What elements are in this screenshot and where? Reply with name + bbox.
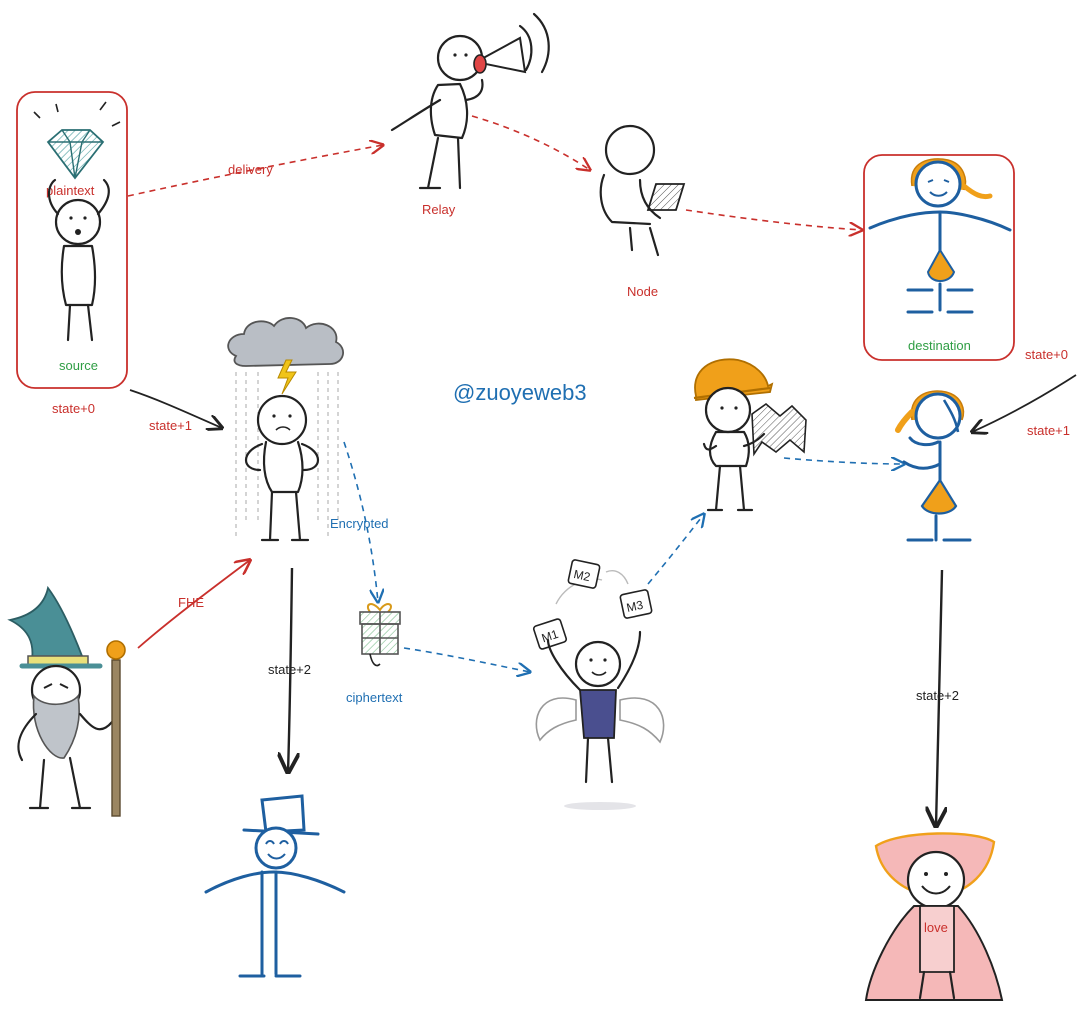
wizard-hat-icon (7, 585, 84, 661)
love-label: love (924, 920, 948, 935)
m1-ball: M1 (532, 618, 568, 650)
destination-box (863, 154, 1015, 361)
state-plus2-right-arrow (936, 569, 942, 826)
node-label: Node (627, 284, 658, 299)
source-box (16, 91, 128, 389)
state-left-label: state+0 (52, 401, 95, 416)
worker-to-girl-arrow (783, 458, 904, 464)
angel-person: M1 M2 M3 (532, 559, 665, 810)
staff-orb-icon (106, 640, 126, 660)
m3-label: M3 (625, 598, 645, 615)
left-wing (535, 697, 577, 742)
relay-person (390, 12, 550, 190)
relay-to-node-arrow (471, 115, 590, 170)
m1-label: M1 (540, 627, 560, 646)
fhe-label: FHE (178, 595, 204, 610)
source-person (47, 178, 110, 342)
encrypted-arrow (343, 441, 378, 602)
cloud-icon (227, 317, 344, 367)
destination-label: destination (908, 338, 971, 353)
state-plus1-left-label: state+1 (149, 418, 192, 433)
tophat-person (204, 794, 346, 978)
watermark-text: @zuoyeweb3 (453, 380, 587, 405)
m2-ball: M2 (567, 559, 601, 589)
destination-group: destination (863, 154, 1015, 361)
state-plus2-right-label: state+2 (916, 688, 959, 703)
source-label: source (59, 358, 98, 373)
plaintext-label: plaintext (46, 183, 95, 198)
state-plus1-arrow (129, 389, 222, 428)
source-group: plaintext source (16, 91, 128, 389)
map-icon (751, 402, 807, 457)
ciphertext-to-angel-arrow (403, 647, 530, 672)
relay-label: Relay (422, 202, 456, 217)
angel-to-worker-arrow (647, 514, 704, 585)
wizard-staff (111, 659, 121, 817)
gift-icon (359, 603, 401, 667)
m2-label: M2 (572, 567, 592, 584)
worker-person (693, 358, 807, 512)
love-person: love (864, 832, 1004, 1001)
wizard-person (7, 585, 126, 817)
encrypted-label: Encrypted (330, 516, 389, 531)
state-right-0-label: state+0 (1025, 347, 1068, 362)
angel-shirt (579, 689, 617, 739)
angel-shadow (564, 802, 636, 810)
node-person (599, 124, 686, 257)
state-plus2-left-arrow (288, 567, 292, 772)
delivery-label: delivery (228, 162, 273, 177)
state-plus2-left-label: state+2 (268, 662, 311, 677)
right-wing (619, 697, 665, 744)
fhe-arrow (137, 560, 250, 649)
laptop-icon (646, 183, 686, 211)
delivery-arrow (127, 145, 383, 197)
ciphertext-label: ciphertext (346, 690, 403, 705)
girl-person (895, 390, 972, 542)
state-right-arrow (972, 374, 1077, 432)
megaphone-icon (473, 36, 527, 74)
diamond-icon (33, 101, 121, 180)
node-to-destination-arrow (685, 209, 862, 230)
m3-ball: M3 (619, 589, 653, 619)
lightning-icon (277, 359, 297, 395)
storm-person (227, 317, 344, 542)
tophat-icon (260, 794, 306, 834)
state-right-1-label: state+1 (1027, 423, 1070, 438)
